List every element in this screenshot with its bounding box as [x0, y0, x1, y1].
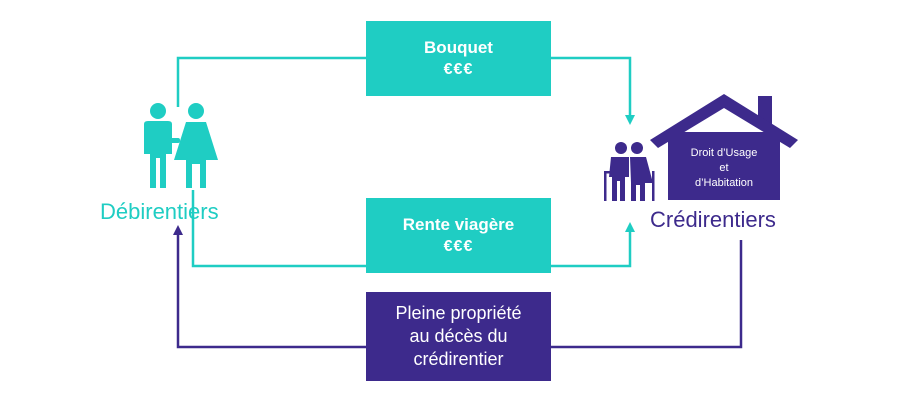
house-text-line-1: Droit d’Usage — [690, 147, 758, 159]
propriete-line-1: Pleine propriété — [395, 303, 522, 323]
elderly-couple-icon — [604, 142, 655, 201]
propriete-box: Pleine propriété au décès du crédirentie… — [366, 292, 551, 381]
propriete-line-2: au décès du — [409, 326, 508, 346]
rente-title: Rente viagère — [402, 214, 515, 234]
bouquet-amount: €€€ — [443, 60, 474, 78]
bouquet-title: Bouquet — [424, 37, 493, 57]
credirentiers-label: Crédirentiers — [650, 207, 776, 232]
rente-amount: €€€ — [443, 237, 474, 255]
house-text-line-3: d’Habitation — [694, 177, 754, 189]
house-icon — [650, 94, 798, 200]
house-text: Droit d’Usage et d’Habitation — [668, 146, 780, 191]
propriete-line-3: crédirentier — [413, 349, 504, 369]
debirentiers-label: Débirentiers — [100, 199, 219, 224]
couple-icon — [144, 103, 218, 188]
house-text-line-2: et — [719, 162, 729, 174]
rente-box: Rente viagère €€€ — [366, 198, 551, 273]
bouquet-box: Bouquet €€€ — [366, 21, 551, 96]
